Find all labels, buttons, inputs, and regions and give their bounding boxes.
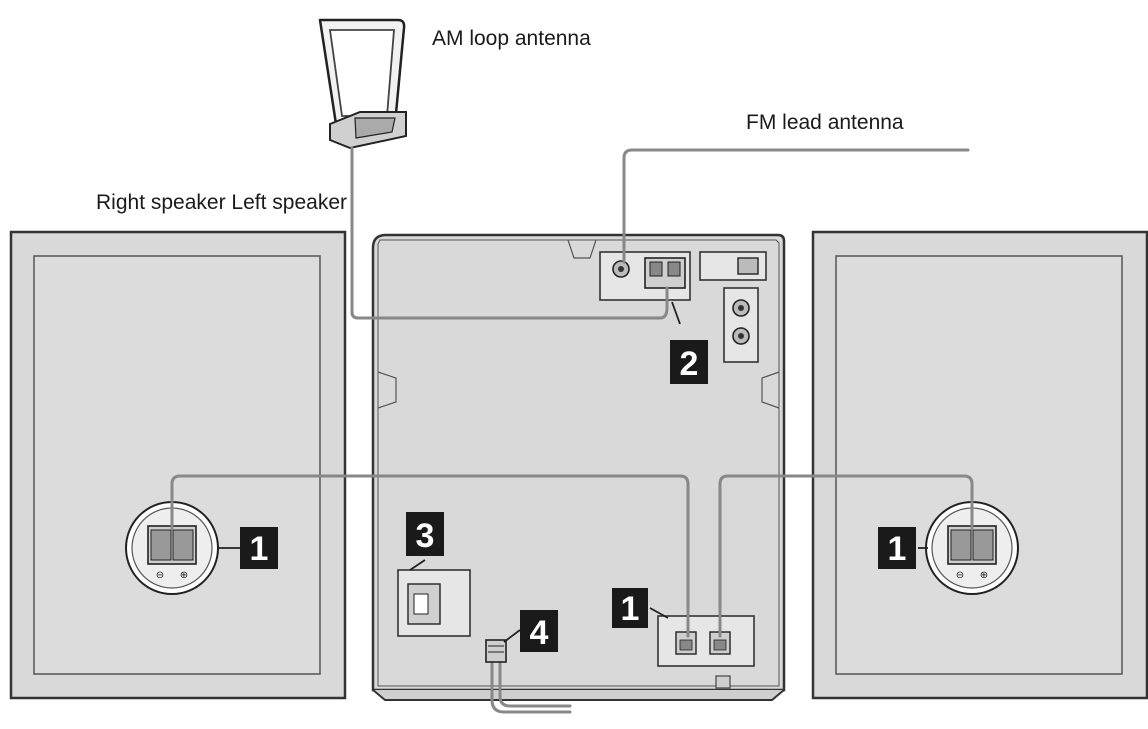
callout-box-1-unit: 1 — [612, 588, 648, 628]
speaker-right-panel — [811, 230, 1148, 700]
svg-text:⊕: ⊕ — [180, 570, 188, 581]
svg-text:⊖: ⊖ — [156, 570, 164, 581]
svg-text:⊕: ⊕ — [980, 570, 988, 581]
callout-box-1-right: 1 — [878, 527, 916, 569]
connector-panel-right — [699, 251, 767, 363]
right-speaker-label: Right speaker — [96, 191, 226, 214]
left-speaker-terminal: ⊖ ⊕ — [125, 501, 219, 595]
right-speaker-terminal: ⊖ ⊕ — [925, 501, 1019, 595]
speaker-left-panel — [9, 230, 347, 700]
callout-number: 1 — [621, 590, 640, 628]
callout-number: 2 — [680, 345, 699, 383]
callout-number: 3 — [416, 517, 435, 555]
power-cord-clamp — [485, 639, 507, 663]
svg-text:⊖: ⊖ — [956, 570, 964, 581]
left-speaker-label: Left speaker — [231, 191, 347, 214]
voltage-selector-block — [397, 569, 471, 637]
wires — [170, 146, 974, 714]
am-loop-antenna-icon — [318, 18, 407, 150]
callout-number: 1 — [250, 530, 269, 568]
speaker-labels: Right speaker Left speaker — [96, 192, 347, 213]
callout-box-3: 3 — [406, 512, 444, 556]
antenna-terminal-block — [599, 251, 691, 301]
unit-speaker-terminal-block — [657, 615, 755, 667]
callout-box-2: 2 — [670, 340, 708, 384]
callout-box-1-left: 1 — [240, 527, 278, 569]
fm-antenna-label: FM lead antenna — [746, 111, 904, 134]
callout-number: 4 — [530, 614, 549, 652]
callout-number: 1 — [888, 530, 907, 568]
callout-pointers — [218, 301, 928, 643]
callout-box-4: 4 — [520, 610, 558, 652]
am-antenna-label: AM loop antenna — [432, 27, 591, 50]
